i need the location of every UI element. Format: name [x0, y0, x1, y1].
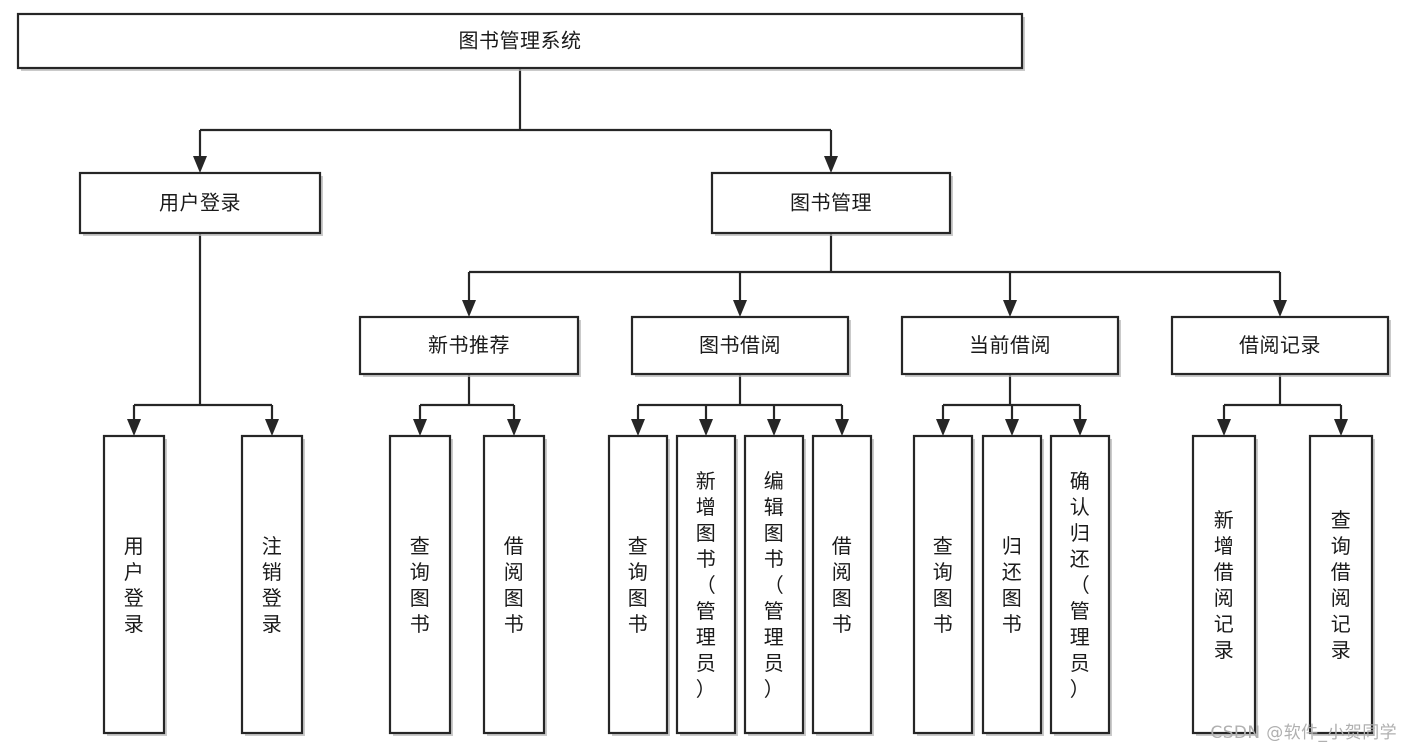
- node-new-book-recommend[interactable]: 新书推荐: [358, 315, 581, 377]
- node-label: 注销登录: [262, 534, 283, 636]
- node-rect[interactable]: [358, 315, 580, 376]
- arrow-head-down: [507, 419, 521, 436]
- arrow-head-down: [127, 419, 141, 436]
- node-label: 查询图书: [628, 534, 649, 636]
- node-leaf-query-book-2[interactable]: 查询图书: [607, 434, 670, 736]
- node-rect[interactable]: [388, 434, 452, 735]
- node-label: 查询图书: [933, 534, 954, 636]
- node-rect[interactable]: [102, 434, 166, 735]
- arrow-head-down: [1073, 419, 1087, 436]
- arrow-head-down: [631, 419, 645, 436]
- arrow-head-down: [936, 419, 950, 436]
- node-leaf-query-record[interactable]: 查询借阅记录: [1308, 434, 1375, 736]
- node-label: 图书管理系统: [459, 29, 582, 53]
- arrow-head-down: [1334, 419, 1348, 436]
- node-rect[interactable]: [630, 315, 850, 376]
- node-leaf-borrow-book-1[interactable]: 借阅图书: [482, 434, 547, 736]
- node-label: 图书管理: [790, 191, 872, 215]
- node-leaf-logout-login[interactable]: 注销登录: [240, 434, 305, 736]
- arrow-head-down: [1273, 300, 1287, 317]
- node-leaf-user-login[interactable]: 用户登录: [102, 434, 167, 736]
- node-rect[interactable]: [912, 434, 974, 735]
- node-label: 归还图书: [1002, 534, 1023, 636]
- node-leaf-borrow-book-2[interactable]: 借阅图书: [811, 434, 874, 736]
- arrow-head-down: [824, 156, 838, 173]
- node-rect[interactable]: [607, 434, 669, 735]
- node-rect[interactable]: [1308, 434, 1374, 735]
- node-label: 查询图书: [410, 534, 431, 636]
- node-rect[interactable]: [1191, 434, 1257, 735]
- node-leaf-return-book[interactable]: 归还图书: [981, 434, 1044, 736]
- node-leaf-query-book-3[interactable]: 查询图书: [912, 434, 975, 736]
- node-label: 新增图书（管理员）: [696, 469, 717, 701]
- node-current-borrow[interactable]: 当前借阅: [900, 315, 1121, 377]
- arrow-head-down: [1217, 419, 1231, 436]
- nodes-layer: 图书管理系统用户登录图书管理新书推荐图书借阅当前借阅借阅记录用户登录注销登录查询…: [16, 12, 1391, 736]
- node-leaf-confirm-return[interactable]: 确认归还（管理员）: [1049, 434, 1112, 736]
- csdn-watermark: CSDN @软件_小贺同学: [1210, 723, 1397, 743]
- node-label: 借阅图书: [504, 534, 525, 636]
- node-rect[interactable]: [78, 171, 322, 235]
- node-label: 确认归还（管理员）: [1070, 469, 1091, 701]
- node-rect[interactable]: [1049, 434, 1111, 735]
- arrow-head-down: [1005, 419, 1019, 436]
- arrow-head-down: [193, 156, 207, 173]
- node-label: 借阅图书: [832, 534, 853, 636]
- node-leaf-add-book[interactable]: 新增图书（管理员）: [675, 434, 738, 736]
- arrow-head-down: [413, 419, 427, 436]
- node-rect[interactable]: [1170, 315, 1390, 376]
- node-label: 借阅记录: [1239, 333, 1321, 357]
- node-label: 新增借阅记录: [1214, 508, 1235, 662]
- node-label: 当前借阅: [969, 333, 1051, 357]
- node-label: 用户登录: [124, 534, 145, 636]
- arrow-head-down: [767, 419, 781, 436]
- node-rect[interactable]: [981, 434, 1043, 735]
- node-rect[interactable]: [16, 12, 1024, 70]
- node-root[interactable]: 图书管理系统: [16, 12, 1025, 71]
- node-rect[interactable]: [240, 434, 304, 735]
- connectors-layer: [127, 68, 1348, 436]
- node-rect[interactable]: [482, 434, 546, 735]
- node-rect[interactable]: [811, 434, 873, 735]
- arrow-head-down: [1003, 300, 1017, 317]
- node-rect[interactable]: [900, 315, 1120, 376]
- node-leaf-query-book-1[interactable]: 查询图书: [388, 434, 453, 736]
- node-rect[interactable]: [743, 434, 805, 735]
- node-label: 图书借阅: [699, 333, 781, 357]
- node-leaf-add-record[interactable]: 新增借阅记录: [1191, 434, 1258, 736]
- node-rect[interactable]: [675, 434, 737, 735]
- node-book-borrow[interactable]: 图书借阅: [630, 315, 851, 377]
- node-label: 新书推荐: [428, 333, 510, 357]
- node-label: 编辑图书（管理员）: [764, 469, 785, 701]
- arrow-head-down: [835, 419, 849, 436]
- arrow-head-down: [699, 419, 713, 436]
- arrow-head-down: [462, 300, 476, 317]
- node-user-login[interactable]: 用户登录: [78, 171, 323, 236]
- node-leaf-edit-book[interactable]: 编辑图书（管理员）: [743, 434, 806, 736]
- arrow-head-down: [265, 419, 279, 436]
- node-label: 查询借阅记录: [1331, 508, 1352, 662]
- node-rect[interactable]: [710, 171, 952, 235]
- node-label: 用户登录: [159, 191, 241, 215]
- node-borrow-record[interactable]: 借阅记录: [1170, 315, 1391, 377]
- arrow-head-down: [733, 300, 747, 317]
- node-book-manage[interactable]: 图书管理: [710, 171, 953, 236]
